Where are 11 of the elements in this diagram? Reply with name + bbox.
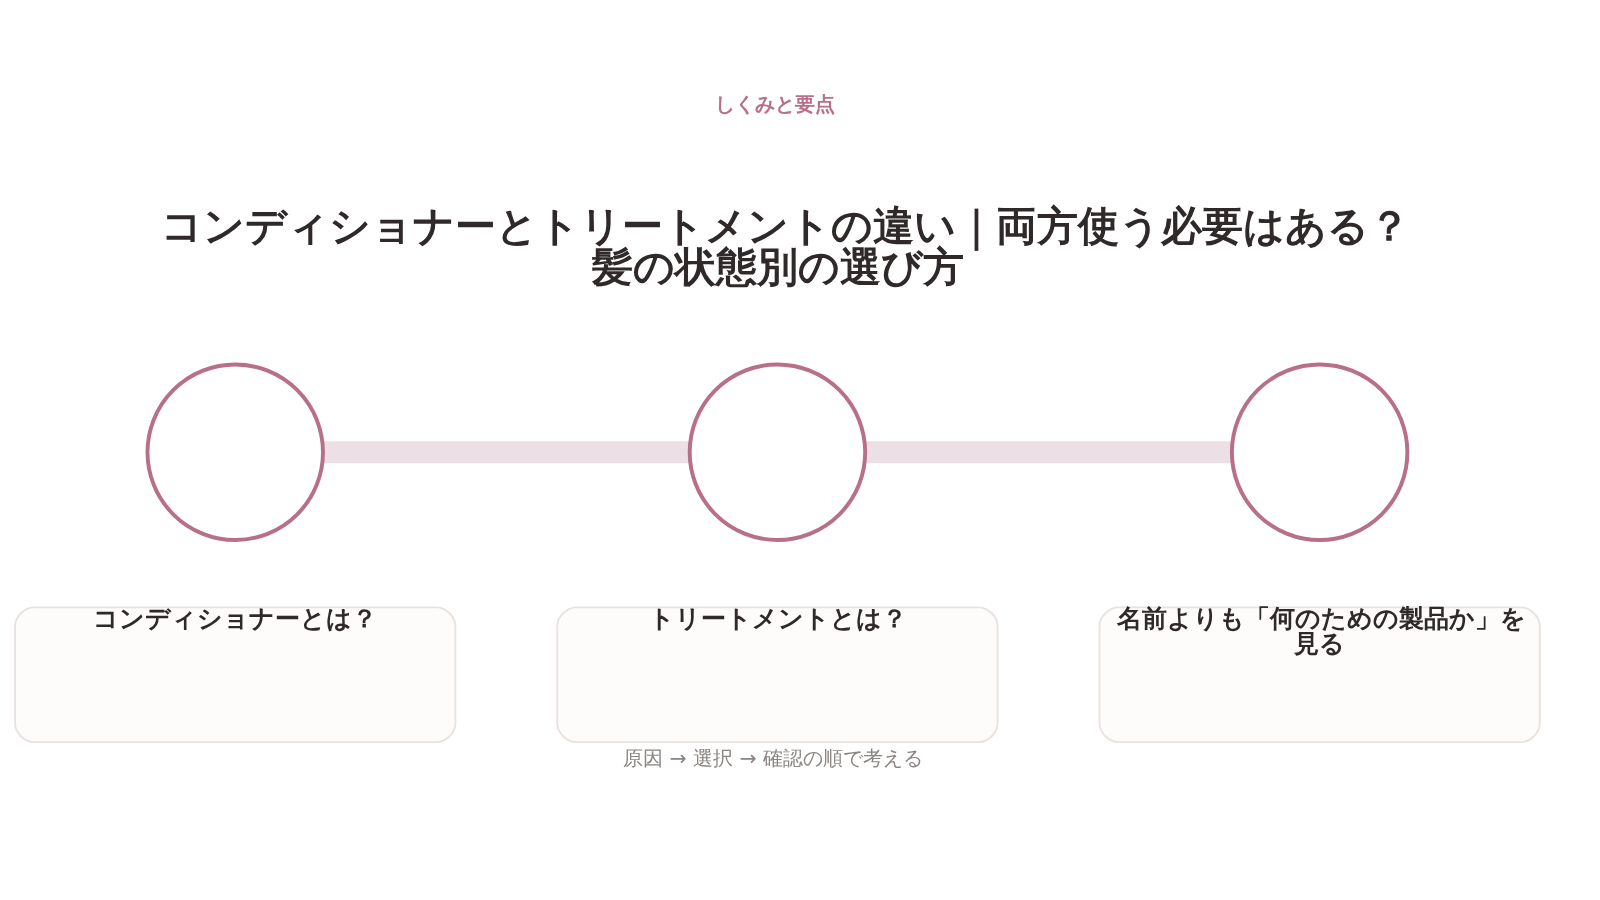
node-box: 名前よりも「何のための製品か」を見る xyxy=(1098,605,1541,743)
connector xyxy=(865,440,1232,463)
label: しくみと要点 xyxy=(714,91,835,116)
caption: 原因 → 選択 → 確認の順で考える xyxy=(623,745,924,770)
diagram-title: コンディショナーとトリートメントの違い｜両方使う必要はある？髪の状態別の選び方 xyxy=(160,201,1410,291)
node-circle xyxy=(145,362,325,542)
node-box: トリートメントとは？ xyxy=(556,605,999,743)
connector xyxy=(323,440,690,463)
node-circle xyxy=(1229,362,1410,542)
node-box: コンディショナーとは？ xyxy=(14,605,457,743)
node-circle xyxy=(687,362,868,542)
